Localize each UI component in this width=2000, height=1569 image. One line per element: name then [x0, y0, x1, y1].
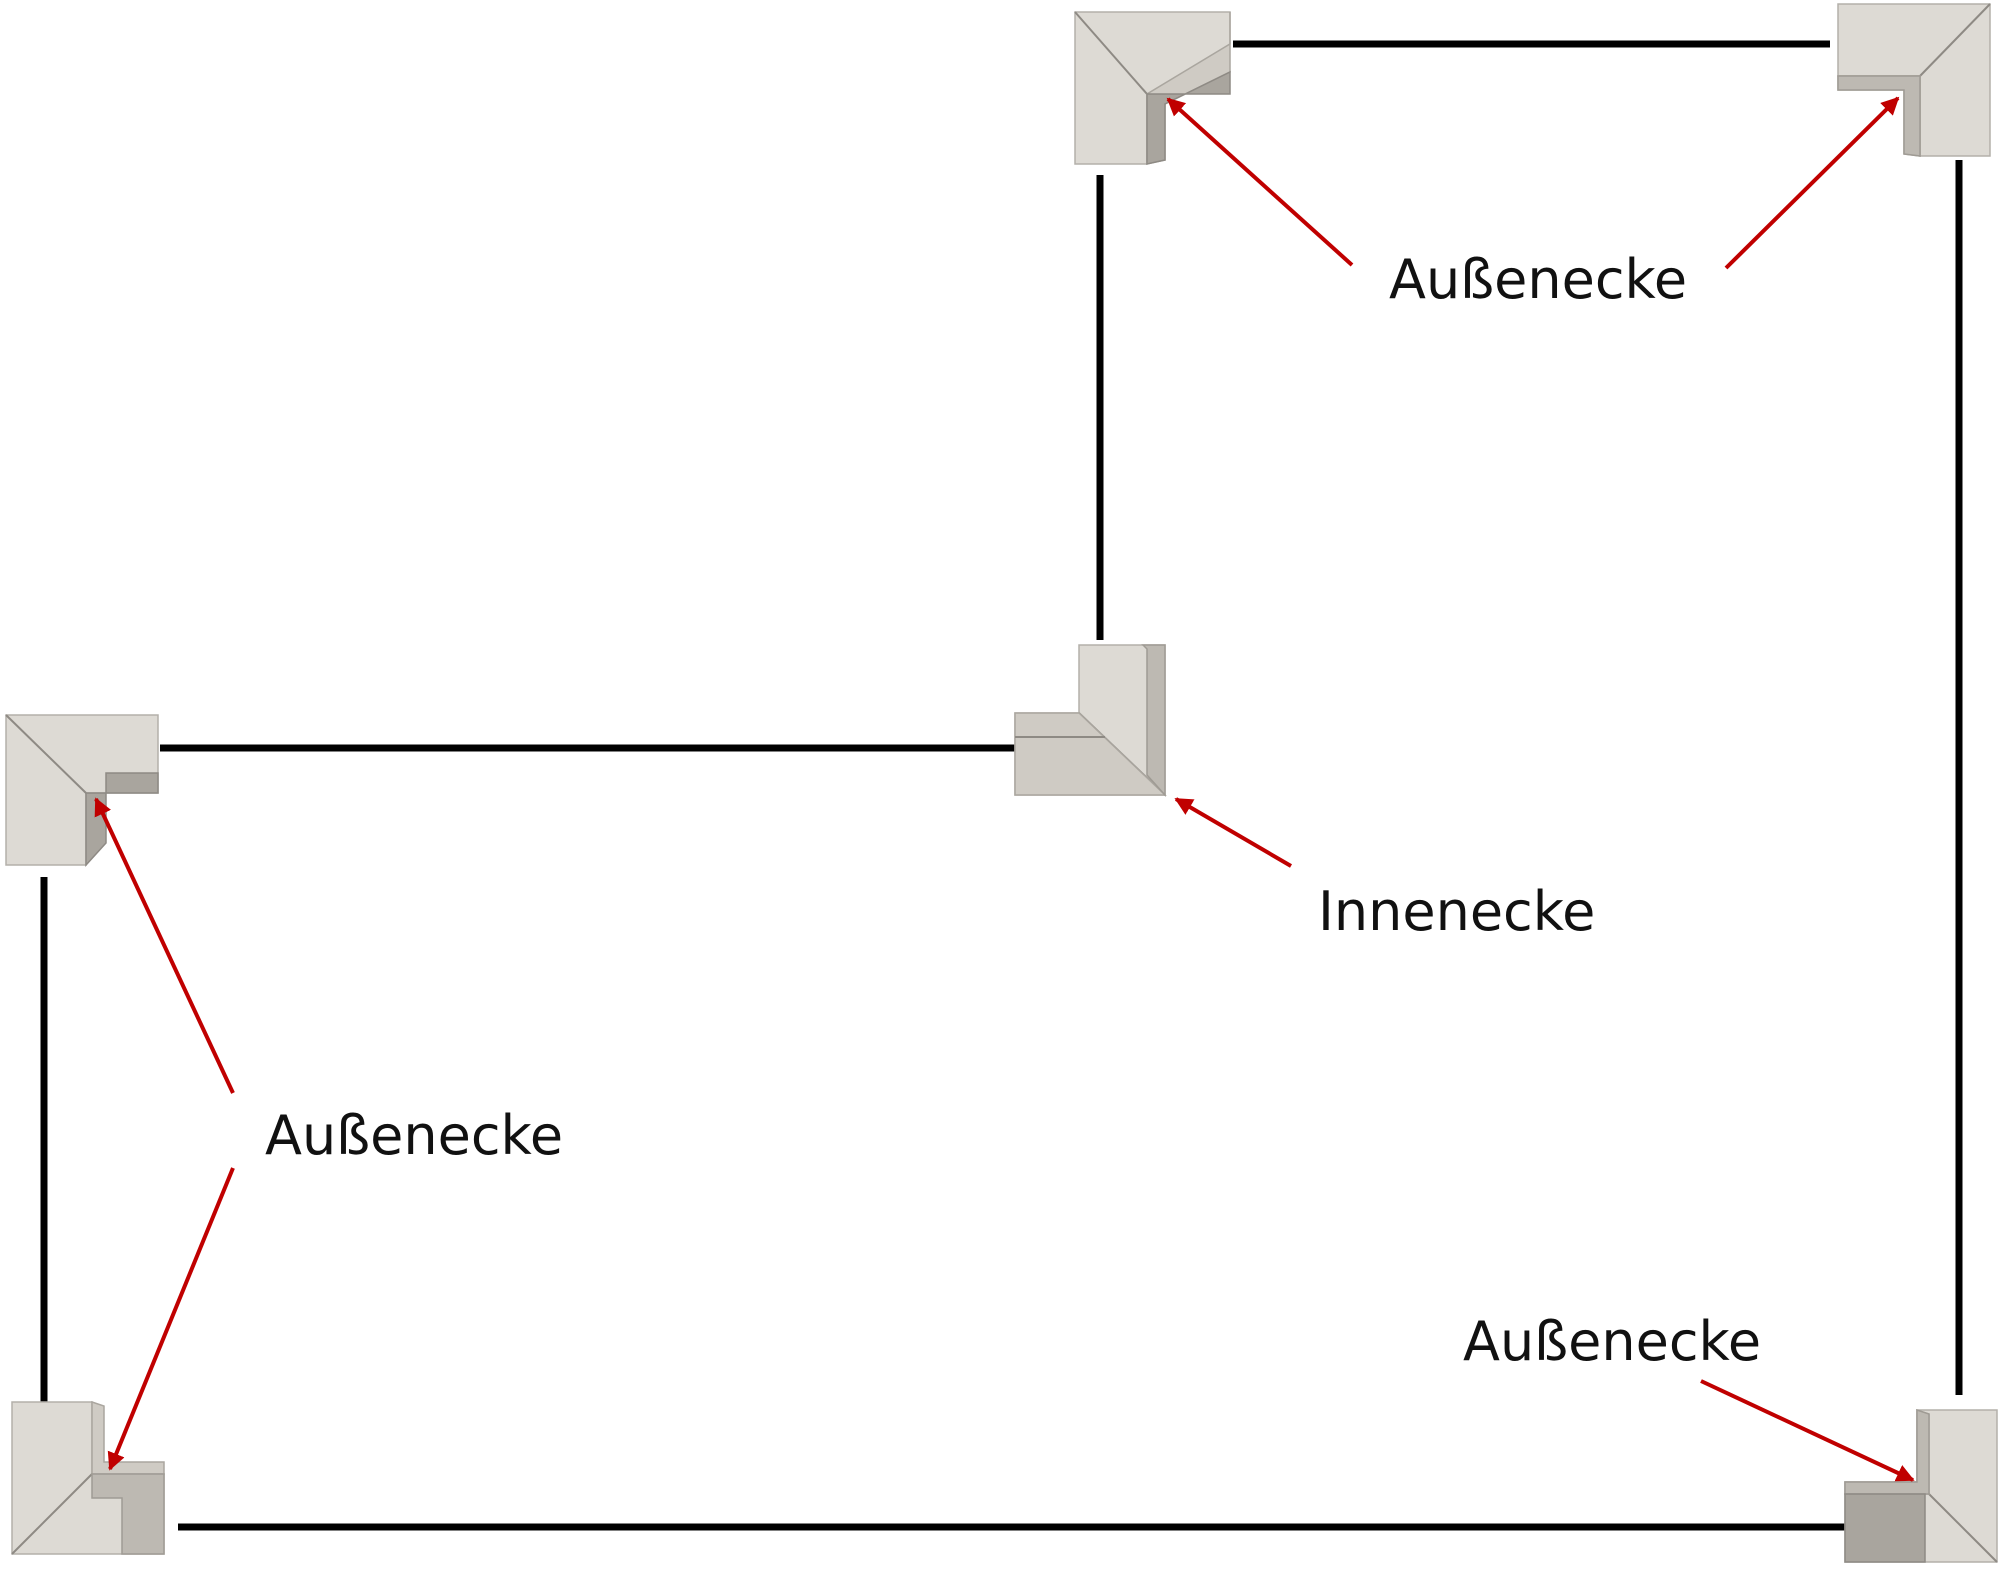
wall-outline — [40, 40, 1963, 1531]
arrow-to-left-top-corner — [94, 797, 235, 1094]
arrows — [94, 96, 1915, 1482]
outer-corner-fitting-icon — [5, 714, 159, 867]
label-left-outer-corner: Außenecke — [265, 1104, 563, 1167]
outer-corner-fitting-icon — [1837, 3, 1991, 157]
label-inner-corner: Innenecke — [1318, 880, 1595, 943]
label-bottom-right-outer-corner: Außenecke — [1463, 1310, 1761, 1373]
outer-corner-fitting-icon — [1074, 11, 1231, 165]
arrow-to-inner-corner — [1174, 797, 1293, 868]
outer-corner-fitting-icon — [11, 1400, 165, 1555]
outer-corner-fitting-icon — [1844, 1408, 1998, 1563]
arrow-to-bottom-left-corner — [107, 1167, 235, 1471]
arrow-to-bottom-right-corner — [1700, 1379, 1915, 1482]
label-top-outer-corner: Außenecke — [1389, 248, 1687, 311]
inner-corner-fitting-icon — [1014, 644, 1167, 797]
arrow-to-top-left-corner — [1166, 97, 1354, 267]
arrow-to-top-right-corner — [1724, 96, 1900, 270]
